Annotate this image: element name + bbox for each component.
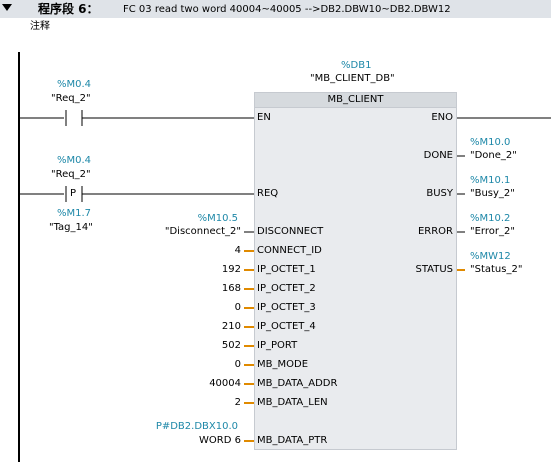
output-value-busy[interactable]: "Busy_2" xyxy=(470,188,515,199)
db-address: %DB1 xyxy=(341,60,372,71)
input-pin-mb_data_len: MB_DATA_LEN xyxy=(257,397,328,408)
output-value-error[interactable]: "Error_2" xyxy=(470,226,515,237)
input-value-disconnect[interactable]: "Disconnect_2" xyxy=(164,226,241,237)
output-pin-done: DONE xyxy=(423,150,453,161)
input-pin-connect_id: CONNECT_ID xyxy=(257,245,322,256)
edge-address: %M1.7 xyxy=(57,208,92,219)
contact-2-address: %M0.4 xyxy=(57,155,92,166)
output-pin-busy: BUSY xyxy=(426,188,453,199)
input-value-ip_octet_2[interactable]: 168 xyxy=(221,283,241,294)
input-value-mb_data_ptr[interactable]: WORD 6 xyxy=(199,435,241,446)
output-address-busy: %M10.1 xyxy=(470,175,511,186)
input-pin-ip_octet_1: IP_OCTET_1 xyxy=(257,264,316,275)
edge-symbol: P xyxy=(70,188,77,199)
input-address-mb_data_ptr: P#DB2.DBX10.0 xyxy=(155,421,238,432)
input-pin-ip_octet_3: IP_OCTET_3 xyxy=(257,302,316,313)
input-value-connect_id[interactable]: 4 xyxy=(234,245,241,256)
output-pin-error: ERROR xyxy=(417,226,453,237)
input-pin-en: EN xyxy=(257,112,271,123)
input-value-ip_octet_1[interactable]: 192 xyxy=(221,264,241,275)
output-pin-status: STATUS xyxy=(415,264,453,275)
contact-1-tag[interactable]: "Req_2" xyxy=(51,93,91,104)
output-value-done[interactable]: "Done_2" xyxy=(470,150,517,161)
comment-label[interactable]: 注释 xyxy=(30,21,50,32)
input-value-mb_data_len[interactable]: 2 xyxy=(234,397,241,408)
block-name: MB_CLIENT xyxy=(254,92,457,108)
input-value-mb_mode[interactable]: 0 xyxy=(234,359,241,370)
output-address-status: %MW12 xyxy=(470,251,511,262)
input-pin-mb_data_addr: MB_DATA_ADDR xyxy=(257,378,338,389)
input-pin-req: REQ xyxy=(257,188,279,199)
input-pin-ip_port: IP_PORT xyxy=(257,340,298,351)
input-pin-ip_octet_4: IP_OCTET_4 xyxy=(257,321,316,332)
input-pin-mb_mode: MB_MODE xyxy=(257,359,309,370)
input-value-ip_port[interactable]: 502 xyxy=(221,340,241,351)
db-name[interactable]: "MB_CLIENT_DB" xyxy=(310,73,395,84)
output-address-done: %M10.0 xyxy=(470,137,511,148)
input-value-mb_data_addr[interactable]: 40004 xyxy=(209,378,241,389)
input-pin-mb_data_ptr: MB_DATA_PTR xyxy=(257,435,328,446)
contact-1-address: %M0.4 xyxy=(57,79,92,90)
network-header[interactable] xyxy=(0,0,551,18)
collapse-triangle-icon[interactable] xyxy=(2,4,12,11)
output-pin-eno: ENO xyxy=(431,112,453,123)
input-address-disconnect: %M10.5 xyxy=(197,213,238,224)
network-title: 程序段 6： xyxy=(38,2,99,16)
network-comment: FC 03 read two word 40004~40005 -->DB2.D… xyxy=(123,4,451,15)
output-value-status[interactable]: "Status_2" xyxy=(470,264,523,275)
function-block[interactable] xyxy=(254,92,457,450)
input-pin-ip_octet_2: IP_OCTET_2 xyxy=(257,283,316,294)
output-address-error: %M10.2 xyxy=(470,213,511,224)
input-value-ip_octet_4[interactable]: 210 xyxy=(221,321,241,332)
input-pin-disconnect: DISCONNECT xyxy=(257,226,324,237)
edge-tag[interactable]: "Tag_14" xyxy=(49,222,93,233)
input-value-ip_octet_3[interactable]: 0 xyxy=(234,302,241,313)
contact-2-tag[interactable]: "Req_2" xyxy=(51,169,91,180)
